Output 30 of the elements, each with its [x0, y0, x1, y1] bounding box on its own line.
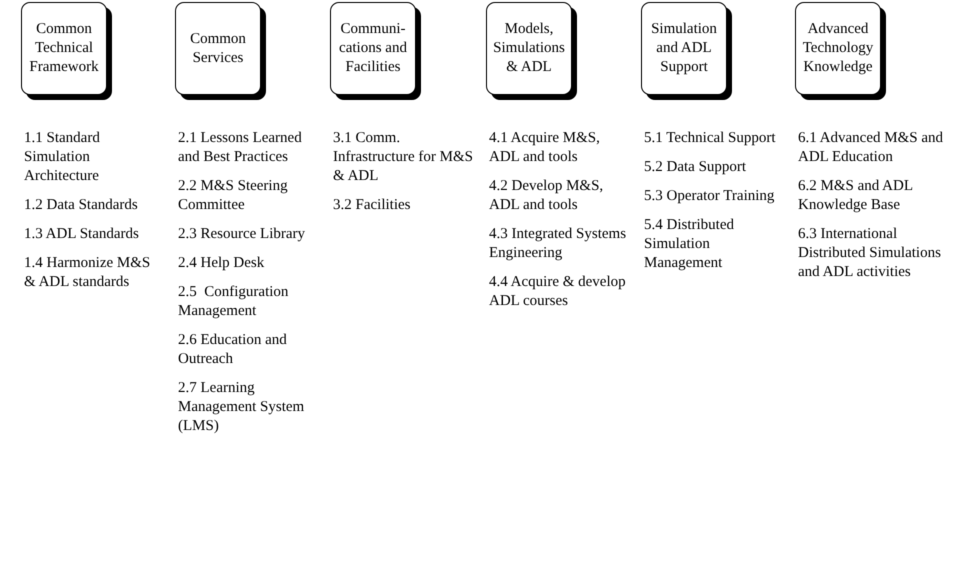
task-item: 2.5 Configuration Management	[178, 283, 290, 321]
task-item: 2.2 M&S Steering Committee	[178, 177, 289, 215]
task-item: 1.2 Data Standards	[24, 196, 139, 215]
task-item: 6.1 Advanced M&S and ADL Education	[798, 129, 944, 167]
task-item: 5.2 Data Support	[644, 158, 748, 177]
task-item: 4.3 Integrated Systems Engineering	[489, 225, 628, 263]
task-item: 2.3 Resource Library	[178, 225, 306, 244]
task-item: 5.1 Technical Support	[644, 129, 777, 148]
task-item: 2.7 Learning Management System (LMS)	[178, 379, 306, 436]
category-title: Simulation and ADL Support	[650, 20, 718, 77]
task-item: 2.4 Help Desk	[178, 254, 266, 273]
category-title: Advanced Technology Knowledge	[802, 20, 874, 77]
task-item: 4.4 Acquire & develop ADL courses	[489, 273, 627, 311]
task-item: 1.3 ADL Standards	[24, 225, 140, 244]
task-item: 3.2 Facilities	[333, 196, 412, 215]
task-item: 1.1 Standard Simulation Architecture	[24, 129, 101, 186]
task-item: 6.3 International Distributed Simulations and ADL activities	[798, 225, 942, 282]
category-title: Common Services	[189, 30, 247, 68]
task-item: 5.4 Distributed Simulation Management	[644, 216, 735, 273]
task-item: 3.1 Comm. Infrastructure for M&S & ADL	[333, 129, 473, 186]
category-title: Models, Simulations & ADL	[492, 20, 566, 77]
task-item: 5.3 Operator Training	[644, 187, 776, 206]
category-title: Communi- cations and Facilities	[338, 20, 408, 77]
task-item: 4.1 Acquire M&S, ADL and tools	[489, 129, 601, 167]
task-item: 4.2 Develop M&S, ADL and tools	[489, 177, 604, 215]
task-item: 2.1 Lessons Learned and Best Practices	[178, 129, 303, 167]
task-item: 1.4 Harmonize M&S & ADL standards	[24, 254, 152, 292]
task-item: 2.6 Education and Outreach	[178, 331, 288, 369]
task-item: 6.2 M&S and ADL Knowledge Base	[798, 177, 914, 215]
category-title: Common Technical Framework	[28, 20, 100, 77]
